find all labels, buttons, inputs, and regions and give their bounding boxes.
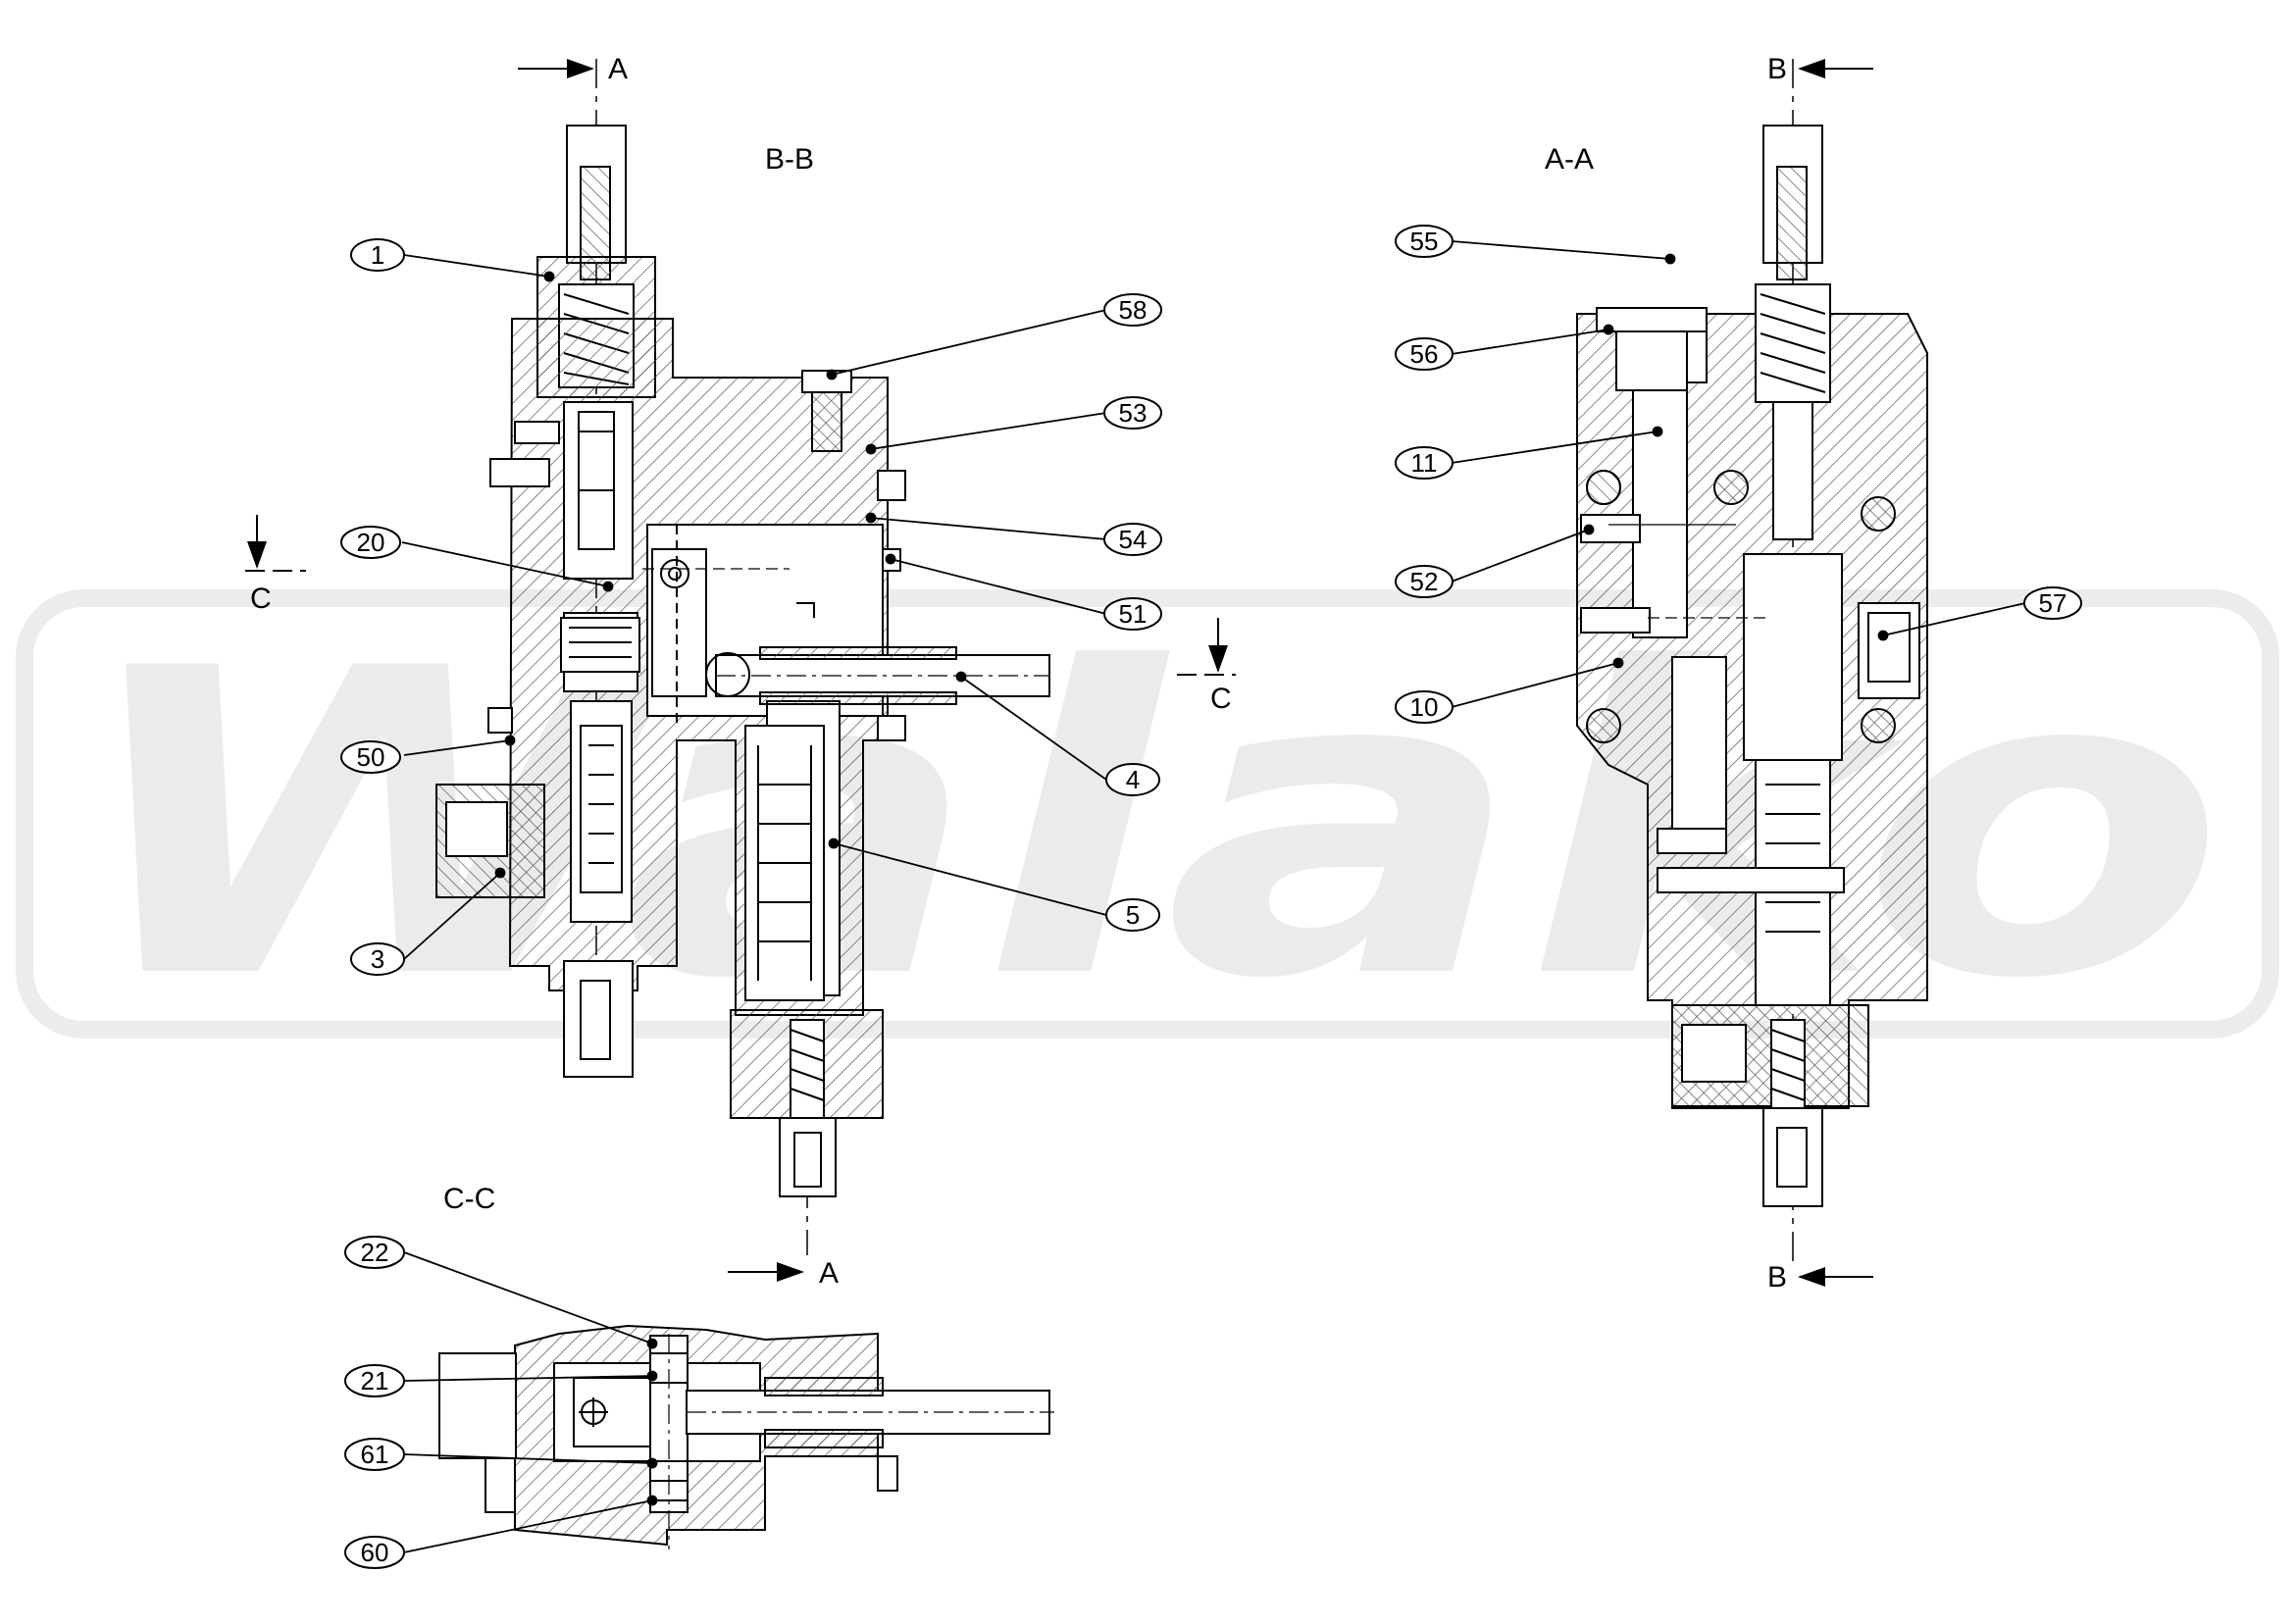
svg-text:53: 53 xyxy=(1119,398,1148,428)
callout-11: 11 xyxy=(1395,446,1454,480)
svg-text:54: 54 xyxy=(1119,525,1148,554)
svg-text:4: 4 xyxy=(1126,765,1140,794)
callout-10: 10 xyxy=(1395,690,1454,724)
callout-57: 57 xyxy=(2023,586,2082,620)
section-title-bb: B-B xyxy=(765,143,814,176)
callout-53: 53 xyxy=(1103,396,1162,430)
section-cc-view xyxy=(438,1324,1054,1549)
svg-text:55: 55 xyxy=(1410,227,1439,256)
svg-text:51: 51 xyxy=(1119,599,1148,629)
cut-marker-a-top: A xyxy=(518,53,628,85)
section-title-aa: A-A xyxy=(1545,143,1594,176)
callout-54: 54 xyxy=(1103,523,1162,556)
callout-50: 50 xyxy=(340,740,401,774)
svg-text:1: 1 xyxy=(371,240,384,270)
callout-58: 58 xyxy=(1103,293,1162,327)
callout-1: 1 xyxy=(350,238,405,272)
svg-text:A: A xyxy=(608,53,628,85)
svg-text:58: 58 xyxy=(1119,295,1148,325)
svg-text:21: 21 xyxy=(361,1366,389,1396)
svg-text:11: 11 xyxy=(1411,448,1438,478)
svg-text:10: 10 xyxy=(1410,692,1439,722)
svg-text:20: 20 xyxy=(357,528,385,557)
svg-text:52: 52 xyxy=(1410,567,1439,596)
callout-60: 60 xyxy=(344,1536,405,1569)
callout-61: 61 xyxy=(344,1438,405,1471)
svg-text:22: 22 xyxy=(361,1238,389,1267)
watermark: Walako xyxy=(16,581,2279,1071)
cut-marker-a-bottom: A xyxy=(728,1257,839,1290)
svg-text:A: A xyxy=(819,1257,839,1290)
svg-text:B: B xyxy=(1767,1261,1787,1294)
svg-text:61: 61 xyxy=(361,1440,389,1469)
callout-21: 21 xyxy=(344,1364,405,1397)
svg-text:3: 3 xyxy=(371,944,384,974)
svg-text:C: C xyxy=(1210,683,1232,715)
callout-22: 22 xyxy=(344,1236,405,1269)
callout-52: 52 xyxy=(1395,565,1454,598)
svg-text:56: 56 xyxy=(1410,339,1439,369)
callout-56: 56 xyxy=(1395,337,1454,371)
svg-text:60: 60 xyxy=(361,1538,389,1567)
section-bb-view xyxy=(435,59,1050,1255)
leader-lines xyxy=(401,240,2026,1553)
cut-marker-b-top: B xyxy=(1767,53,1873,85)
callout-5: 5 xyxy=(1105,898,1160,932)
callout-55: 55 xyxy=(1395,225,1454,258)
callout-51: 51 xyxy=(1103,597,1162,631)
svg-text:B: B xyxy=(1767,53,1787,85)
cut-marker-b-bottom: B xyxy=(1767,1261,1873,1294)
callout-3: 3 xyxy=(350,942,405,976)
callout-20: 20 xyxy=(340,526,401,559)
section-aa-view xyxy=(1576,59,1928,1265)
svg-text:57: 57 xyxy=(2039,588,2067,618)
svg-text:C: C xyxy=(250,583,272,615)
section-title-cc: C-C xyxy=(443,1183,495,1215)
cut-marker-c-left: C xyxy=(245,515,306,615)
svg-text:50: 50 xyxy=(357,742,385,772)
cut-marker-c-right: C xyxy=(1177,618,1236,715)
svg-text:5: 5 xyxy=(1126,900,1140,930)
callout-4: 4 xyxy=(1105,763,1160,796)
